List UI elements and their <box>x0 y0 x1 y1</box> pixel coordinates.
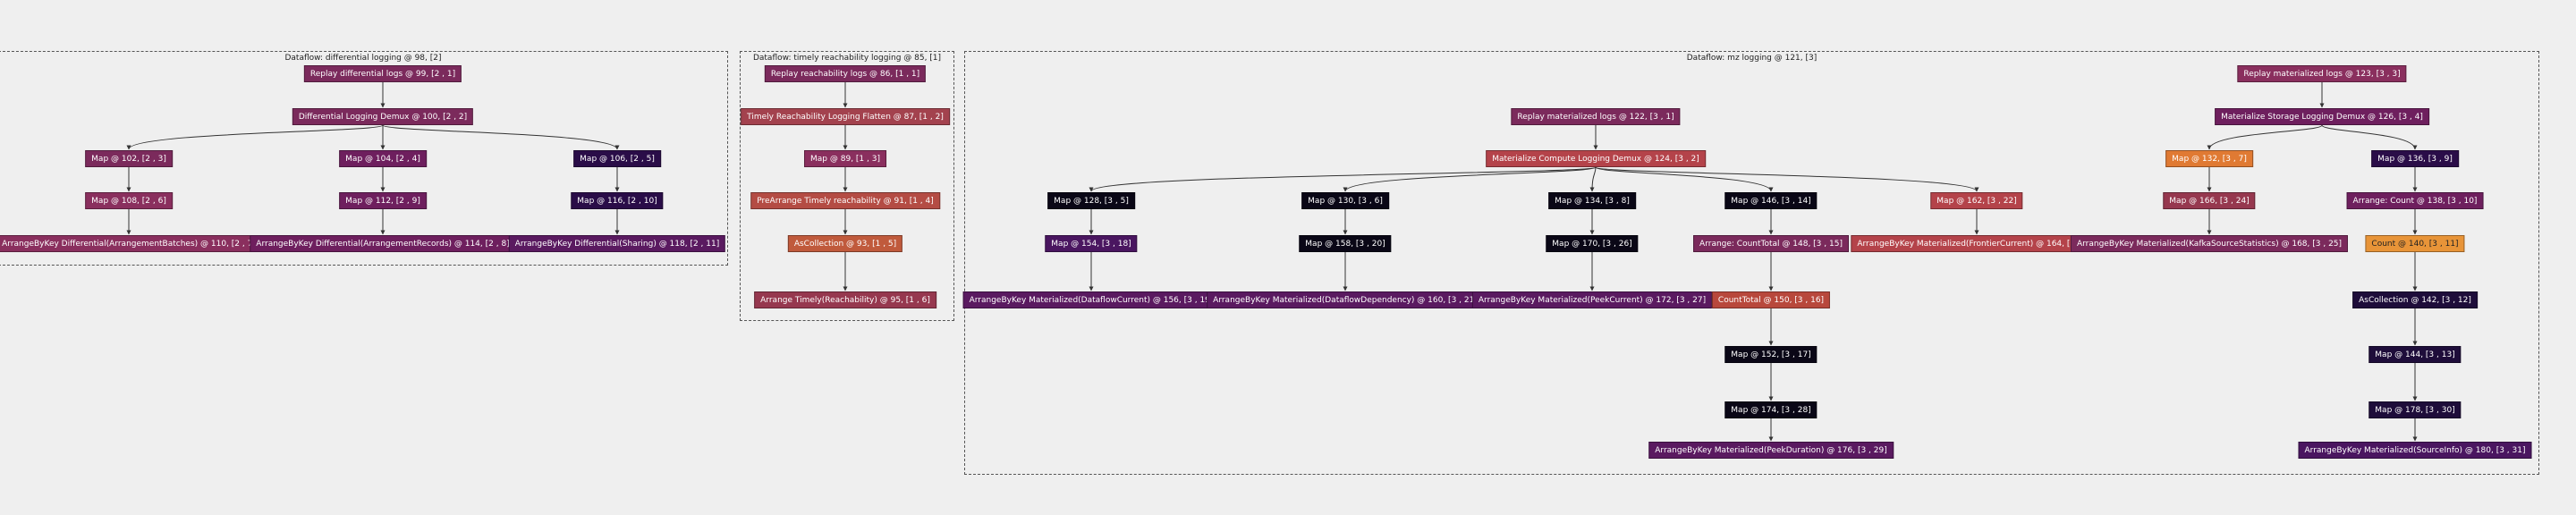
graph-node[interactable]: Replay materialized logs @ 122, [3 , 1] <box>1511 107 1681 125</box>
graph-node[interactable]: Map @ 112, [2 , 9] <box>339 191 427 209</box>
graph-node[interactable]: Replay materialized logs @ 123, [3 , 3] <box>2237 64 2407 82</box>
graph-node[interactable]: Map @ 89, [1 , 3] <box>804 149 886 167</box>
graph-node[interactable]: Map @ 152, [3 , 17] <box>1724 345 1818 363</box>
graph-edge <box>126 124 384 150</box>
graph-node[interactable]: Map @ 158, [3 , 20] <box>1299 234 1392 252</box>
graph-node[interactable]: Map @ 162, [3 , 22] <box>1930 191 2023 209</box>
graph-edge <box>2321 124 2418 150</box>
graph-node[interactable]: CountTotal @ 150, [3 , 16] <box>1711 291 1831 308</box>
cluster-differential-logging: Dataflow: differential logging @ 98, [2] <box>0 51 728 266</box>
graph-node[interactable]: ArrangeByKey Differential(ArrangementBat… <box>0 234 262 252</box>
graph-node[interactable]: ArrangeByKey Materialized(PeekDuration) … <box>1648 441 1894 459</box>
graph-node[interactable]: ArrangeByKey Differential(Sharing) @ 118… <box>508 234 726 252</box>
graph-node[interactable]: Map @ 134, [3 , 8] <box>1548 191 1636 209</box>
cluster-title: Dataflow: timely reachability logging @ … <box>752 54 942 63</box>
graph-node[interactable]: ArrangeByKey Differential(ArrangementRec… <box>250 234 516 252</box>
graph-edge <box>1343 166 1597 192</box>
graph-node[interactable]: Differential Logging Demux @ 100, [2 , 2… <box>292 107 474 125</box>
graph-node[interactable]: Materialize Compute Logging Demux @ 124,… <box>1486 149 1706 167</box>
graph-node[interactable]: Replay differential logs @ 99, [2 , 1] <box>303 64 462 82</box>
graph-edge <box>1589 166 1597 192</box>
graph-node[interactable]: Count @ 140, [3 , 11] <box>2365 234 2465 252</box>
graph-node[interactable]: Map @ 144, [3 , 13] <box>2368 345 2462 363</box>
graph-node[interactable]: Map @ 130, [3 , 6] <box>1301 191 1389 209</box>
graph-node[interactable]: Map @ 106, [2 , 5] <box>573 149 661 167</box>
graph-node[interactable]: ArrangeByKey Materialized(FrontierCurren… <box>1851 234 2103 252</box>
cluster-title: Dataflow: differential logging @ 98, [2] <box>284 54 442 63</box>
graph-node[interactable]: AsCollection @ 93, [1 , 5] <box>787 234 903 252</box>
graph-node[interactable]: Timely Reachability Logging Flatten @ 87… <box>741 107 950 125</box>
graph-edge <box>2207 124 2323 150</box>
graph-node[interactable]: ArrangeByKey Materialized(PeekCurrent) @… <box>1471 291 1713 308</box>
graph-node[interactable]: Arrange Timely(Reachability) @ 95, [1 , … <box>754 291 936 308</box>
graph-node[interactable]: Map @ 102, [2 , 3] <box>85 149 173 167</box>
graph-node[interactable]: Map @ 166, [3 , 24] <box>2163 191 2256 209</box>
graph-node[interactable]: Arrange: Count @ 138, [3 , 10] <box>2346 191 2484 209</box>
graph-edge <box>1089 166 1597 192</box>
graph-node[interactable]: Map @ 154, [3 , 18] <box>1045 234 1138 252</box>
graph-node[interactable]: ArrangeByKey Materialized(KafkaSourceSta… <box>2070 234 2349 252</box>
graph-node[interactable]: Map @ 136, [3 , 9] <box>2371 149 2459 167</box>
graph-node[interactable]: Map @ 132, [3 , 7] <box>2165 149 2253 167</box>
graph-edge <box>382 124 620 150</box>
graph-node[interactable]: Map @ 146, [3 , 14] <box>1724 191 1818 209</box>
graph-node[interactable]: ArrangeByKey Materialized(DataflowDepend… <box>1207 291 1484 308</box>
cluster-mz-logging: Dataflow: mz logging @ 121, [3] <box>964 51 2539 475</box>
graph-edge <box>1595 166 1979 192</box>
cluster-timely-reachability-logging: Dataflow: timely reachability logging @ … <box>740 51 954 321</box>
graph-node[interactable]: Map @ 128, [3 , 5] <box>1047 191 1135 209</box>
graph-node[interactable]: Replay reachability logs @ 86, [1 , 1] <box>764 64 927 82</box>
graph-edge <box>1595 166 1774 192</box>
graph-node[interactable]: Map @ 108, [2 , 6] <box>85 191 173 209</box>
graph-node[interactable]: PreArrange Timely reachability @ 91, [1 … <box>750 191 940 209</box>
graph-node[interactable]: Arrange: CountTotal @ 148, [3 , 15] <box>1693 234 1849 252</box>
graph-node[interactable]: ArrangeByKey Materialized(SourceInfo) @ … <box>2298 441 2532 459</box>
graph-node[interactable]: Map @ 170, [3 , 26] <box>1546 234 1639 252</box>
graph-node[interactable]: Map @ 178, [3 , 30] <box>2368 401 2462 418</box>
graph-node[interactable]: Materialize Storage Logging Demux @ 126,… <box>2215 107 2429 125</box>
graph-node[interactable]: Map @ 104, [2 , 4] <box>339 149 427 167</box>
graph-node[interactable]: Map @ 116, [2 , 10] <box>571 191 664 209</box>
graph-node[interactable]: Map @ 174, [3 , 28] <box>1724 401 1818 418</box>
graph-node[interactable]: ArrangeByKey Materialized(DataflowCurren… <box>962 291 1220 308</box>
graph-node[interactable]: AsCollection @ 142, [3 , 12] <box>2352 291 2478 308</box>
cluster-title: Dataflow: mz logging @ 121, [3] <box>1686 54 1818 63</box>
